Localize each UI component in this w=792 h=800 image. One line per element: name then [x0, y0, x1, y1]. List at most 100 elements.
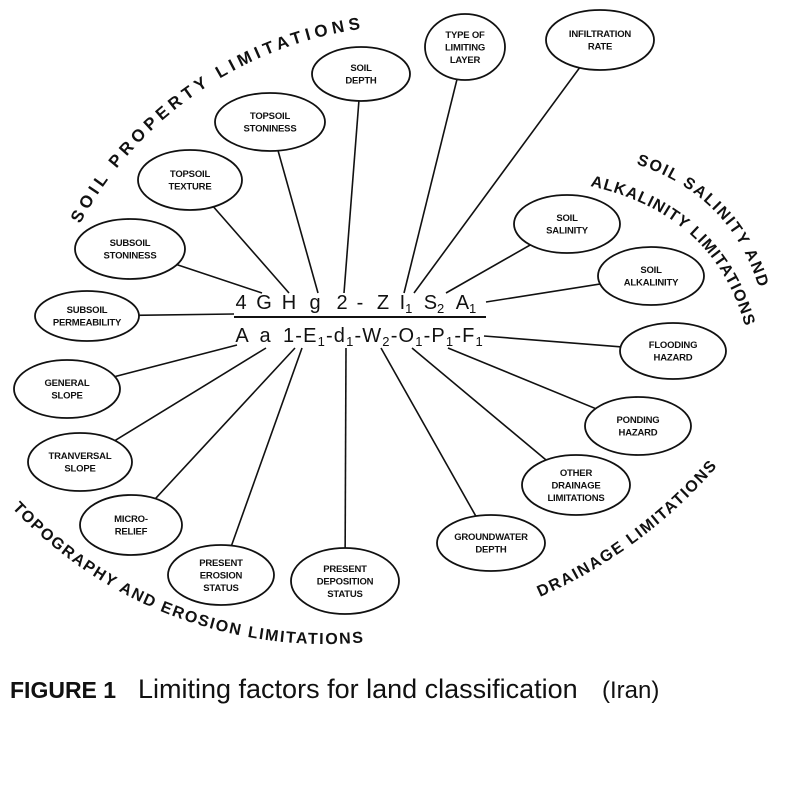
factor-label-line: STONINESS [104, 251, 157, 262]
factor-label-line: STATUS [203, 583, 238, 594]
connector-present-erosion-status [220, 347, 303, 576]
factor-label-line: PRESENT [323, 564, 367, 575]
formula-symbol: -O [391, 325, 416, 347]
connector-micro-relief [130, 347, 296, 526]
factor-ellipse-topsoil-texture [137, 149, 243, 211]
factor-ellipse-infiltration-rate [545, 9, 655, 71]
connector-groundwater-depth [380, 347, 492, 544]
formula-top-token: 4 [235, 292, 246, 314]
factor-label-line: TEXTURE [169, 182, 212, 193]
formula-symbol: S [424, 292, 437, 314]
formula-symbol: - [357, 292, 364, 314]
formula-symbol: A [456, 292, 470, 314]
factor-ellipse-flooding-hazard [619, 322, 727, 380]
formula-subscript: 1 [405, 301, 412, 316]
factor-label-line: SLOPE [64, 464, 95, 475]
factor-ellipse-tranversal-slope [27, 432, 133, 492]
formula-subscript: 1 [469, 301, 476, 316]
factor-ellipse-soil-depth [311, 46, 411, 102]
formula-symbol: -P [424, 325, 446, 347]
factor-label-line: MICRO- [114, 514, 148, 525]
caption-label: FIGURE 1 [10, 677, 116, 703]
formula-subscript: 2 [437, 301, 444, 316]
factor-ellipses: SUBSOIL PERMEABILITY SUBSOIL STONINESS TOPSO… [13, 9, 727, 615]
factor-label-line: LAYER [450, 55, 481, 66]
factor-label-line: GROUNDWATER [454, 532, 528, 543]
factor-ellipse-subsoil-permeability [34, 290, 140, 342]
formula-top-token: S2 [424, 292, 445, 316]
factor-label-line: SOIL [350, 63, 372, 74]
formula-symbol: -F [454, 325, 475, 347]
factor-label-line: PERMEABILITY [53, 318, 122, 329]
factor-label-line: DEPTH [345, 76, 377, 87]
formula-subscript: 1 [346, 334, 354, 349]
figure-caption: FIGURE 1 Limiting factors for land class… [10, 674, 659, 704]
factor-label-line: SOIL [556, 213, 578, 224]
formula-bottom-chain: 1-E1-d1-W2-O1-P1-F1 [283, 325, 484, 349]
factor-label-line: DRAINAGE [551, 480, 600, 491]
formula-subscript: 1 [415, 334, 423, 349]
formula-subscript: 1 [476, 334, 484, 349]
factor-label-line: ALKALINITY [624, 278, 679, 289]
factor-ellipse-other-drainage-limitations [521, 454, 631, 516]
caption-region: (Iran) [602, 677, 659, 704]
formula-top-token: Z [377, 292, 389, 314]
factor-label-line: GENERAL [44, 378, 89, 389]
factor-ellipse-soil-salinity [513, 194, 621, 254]
factor-label-line: SOIL [640, 265, 662, 276]
factor-label-line: EROSION [200, 570, 243, 581]
factor-soil-depth: SOIL DEPTH [311, 46, 411, 102]
factor-ellipse-subsoil-stoniness [74, 218, 186, 280]
factor-label-line: DEPTH [475, 545, 507, 556]
factor-infiltration-rate: INFILTRATION RATE [545, 9, 655, 71]
factor-label-line: RATE [588, 42, 612, 53]
factor-ellipse-ponding-hazard [584, 396, 692, 456]
formula-bottom-token: a [259, 325, 271, 347]
formula-top-token: g [309, 292, 320, 314]
factor-ellipse-micro-relief [79, 494, 183, 556]
formula-bottom-token: A [235, 325, 249, 347]
factor-groundwater-depth: GROUNDWATER DEPTH [436, 514, 546, 572]
factor-label-line: SUBSOIL [67, 305, 108, 316]
factor-ellipse-present-deposition-status [290, 547, 400, 615]
factor-label-line: LIMITATIONS [547, 493, 604, 504]
formula-top-token: G [256, 292, 272, 314]
factor-label-line: SUBSOIL [110, 238, 151, 249]
factor-soil-alkalinity: SOIL ALKALINITY [597, 246, 705, 306]
formula-symbol: 4 [235, 292, 246, 314]
factor-ellipse-type-of-limiting-layer [424, 13, 506, 81]
formula-symbol: -W [354, 325, 382, 347]
connector-type-of-limiting-layer [403, 46, 466, 294]
formula-top-token: H [282, 292, 296, 314]
connector-soil-depth [343, 73, 362, 294]
connector-present-deposition-status [344, 347, 347, 582]
caption-title: Limiting factors for land classification [138, 674, 578, 704]
formula-top-token: A1 [456, 292, 477, 316]
factor-label-line: OTHER [560, 468, 593, 479]
factor-label-line: TYPE OF [445, 30, 485, 41]
factor-label-line: LIMITING [445, 42, 485, 53]
factor-label-line: STONINESS [244, 124, 297, 135]
factor-label-line: INFILTRATION [569, 29, 631, 40]
factor-label-line: DEPOSITION [317, 576, 374, 587]
factor-micro-relief: MICRO-RELIEF [79, 494, 183, 556]
formula-subscript: 1 [446, 334, 454, 349]
formula-subscript: 1 [318, 334, 326, 349]
factor-label-line: HAZARD [619, 428, 658, 439]
factor-ellipse-soil-alkalinity [597, 246, 705, 306]
formula-subscript: 2 [382, 334, 390, 349]
formula-symbol: a [259, 325, 271, 347]
formula-symbol: Z [377, 292, 389, 314]
factor-ellipse-groundwater-depth [436, 514, 546, 572]
